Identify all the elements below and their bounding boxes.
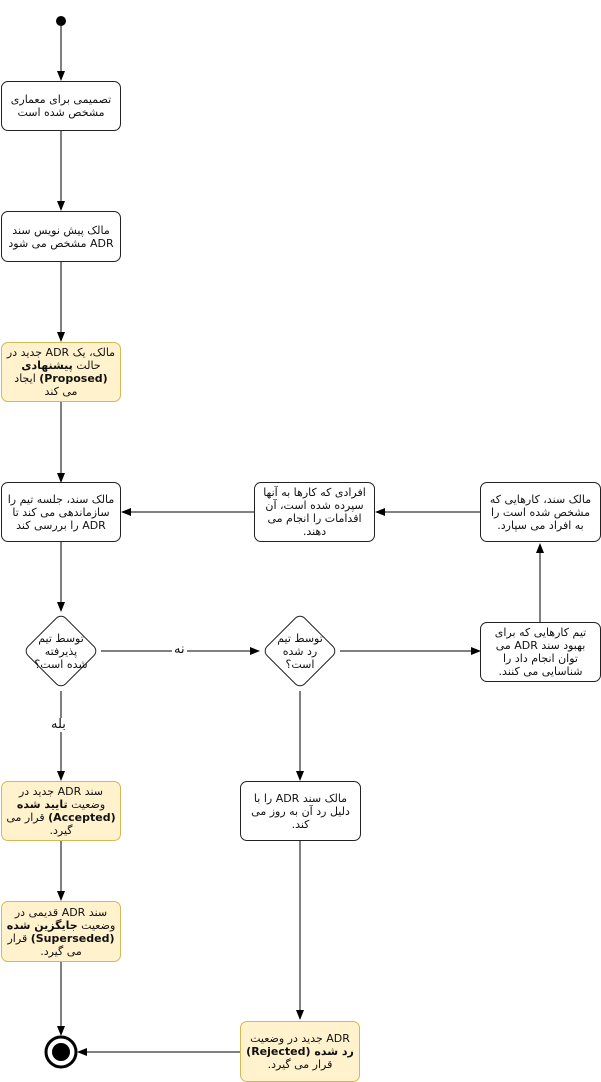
owner-updates-node: مالک سند ADR را با دلیل رد آن به روز می … [240,781,361,841]
edge-label-no: نه [172,642,187,657]
rejected-decision-node: توسط تیم رد شده است؟ [260,611,340,691]
identify-tasks-node: تیم کارهایی که برای بهبود سند ADR می توا… [480,622,601,682]
owner-assigned-node: مالک پیش نویس سند ADR مشخص می شود [1,211,121,262]
rejected-status-node: ADR جدید در وضعیت رد شده (Rejected) قرار… [240,1021,360,1082]
decision-made-node: تصمیمی برای معماری مشخص شده است [1,81,121,131]
do-tasks-node: افرادی که کارها به آنها سپرده شده است، آ… [254,482,375,542]
accepted-status-node: سند ADR جدید در وضعیت تایید شده (Accepte… [1,781,121,841]
end-node [44,1035,78,1069]
edge-label-yes: بله [49,717,68,732]
assign-tasks-node: مالک سند، کارهایی که مشخص شده است را به … [480,482,601,542]
accepted-decision-node: توسط تیم پذیرفته شده است؟ [21,611,101,691]
start-node [56,16,66,26]
superseded-status-node: سند ADR قدیمی در وضعیت جایگزین شده (Supe… [1,901,121,962]
team-meeting-node: مالک سند، جلسه تیم را سازماندهی می کند ت… [1,482,121,542]
new-adr-proposed-node: مالک، یک ADR جدید در حالت پیشنهادی (Prop… [1,342,121,402]
